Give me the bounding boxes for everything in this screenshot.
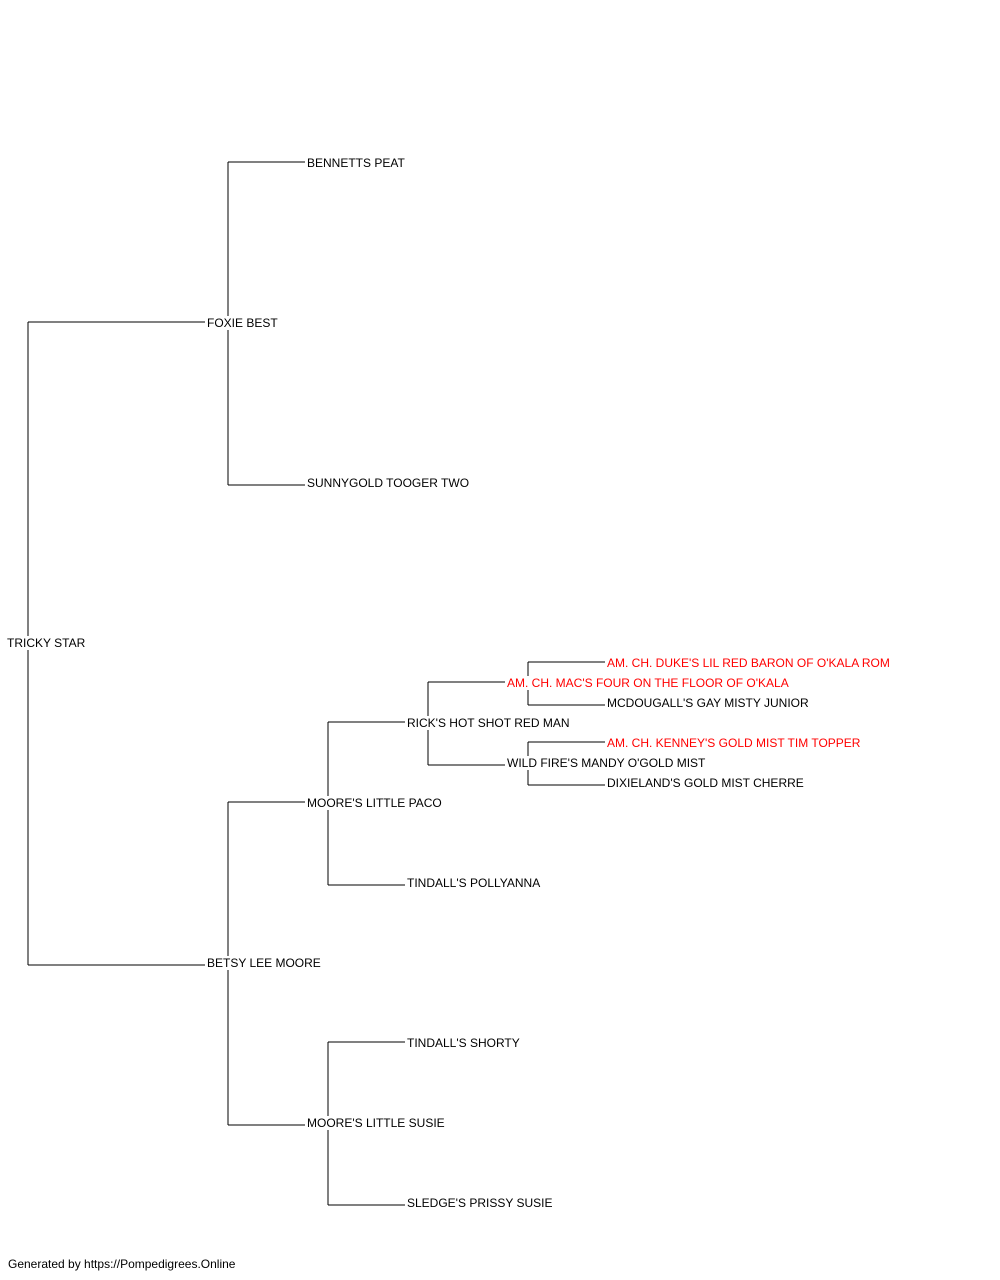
dam-sire-dam: TINDALL'S POLLYANNA [407, 876, 542, 890]
dam-sire: MOORE'S LITTLE PACO [307, 796, 443, 810]
dam-sire-sire-sire-sire: AM. CH. DUKE'S LIL RED BARON OF O'KALA R… [607, 656, 891, 670]
dam-sire-sire-dam-dam: DIXIELAND'S GOLD MIST CHERRE [607, 776, 805, 790]
pedigree-subject: TRICKY STAR [7, 636, 87, 650]
dam-dam-dam: SLEDGE'S PRISSY SUSIE [407, 1196, 554, 1210]
sire-dam: SUNNYGOLD TOOGER TWO [307, 476, 471, 490]
dam: BETSY LEE MOORE [207, 956, 322, 970]
dam-sire-sire-sire: AM. CH. MAC'S FOUR ON THE FLOOR OF O'KAL… [507, 676, 790, 690]
dam-sire-sire-sire-dam: MCDOUGALL'S GAY MISTY JUNIOR [607, 696, 810, 710]
dam-sire-sire: RICK'S HOT SHOT RED MAN [407, 716, 571, 730]
dam-dam: MOORE'S LITTLE SUSIE [307, 1116, 446, 1130]
dam-sire-sire-dam: WILD FIRE'S MANDY O'GOLD MIST [507, 756, 707, 770]
generated-by-footer: Generated by https://Pompedigrees.Online [8, 1257, 236, 1271]
sire: FOXIE BEST [207, 316, 279, 330]
dam-sire-sire-dam-sire: AM. CH. KENNEY'S GOLD MIST TIM TOPPER [607, 736, 862, 750]
sire-sire: BENNETTS PEAT [307, 156, 406, 170]
dam-dam-sire: TINDALL'S SHORTY [407, 1036, 521, 1050]
